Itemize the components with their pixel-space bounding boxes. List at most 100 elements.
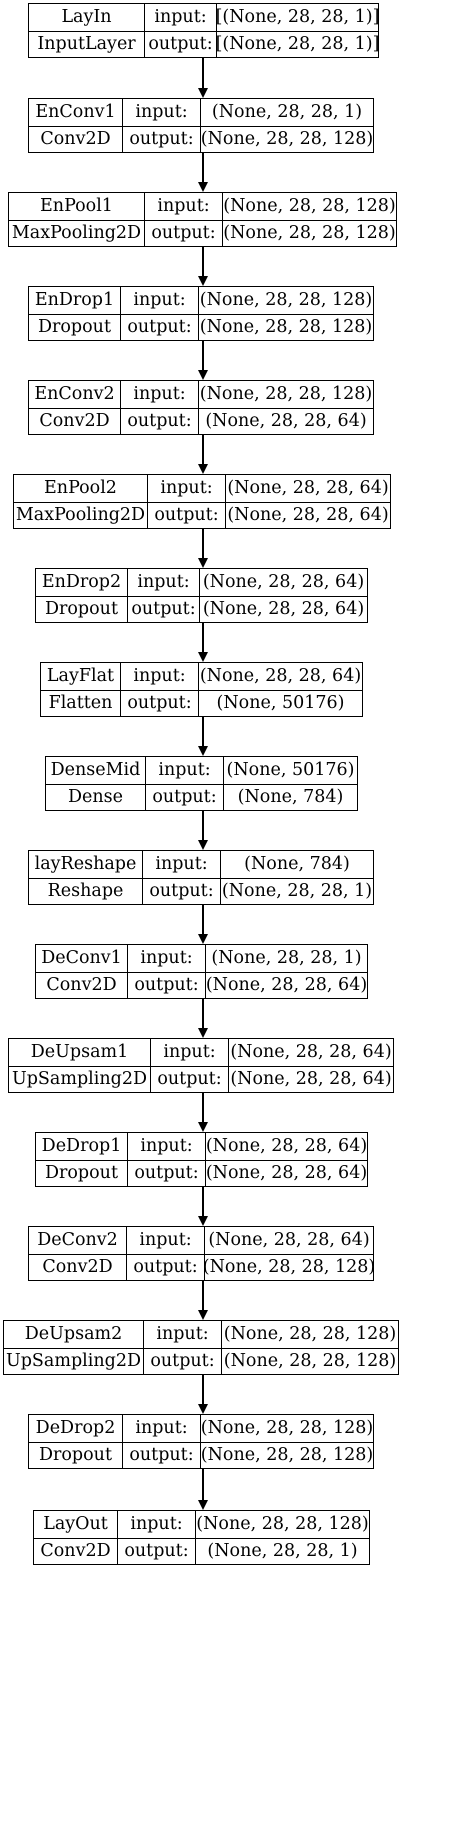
layer-type: MaxPooling2D <box>9 219 145 246</box>
layer-type: Conv2D <box>34 1537 118 1564</box>
input-shape: (None, 28, 28, 1) <box>211 102 363 123</box>
input-label: input: <box>123 1415 201 1442</box>
edge-line <box>202 247 204 276</box>
input-label: input: <box>151 1039 229 1066</box>
layer-name: DenseMid <box>46 757 146 784</box>
input-shape: (None, 28, 28, 128) <box>223 1324 397 1345</box>
input-shape: (None, 28, 28, 128) <box>199 290 373 311</box>
output-label: output: <box>144 1347 222 1374</box>
output-shape: (None, 28, 28, 128) <box>223 1350 397 1371</box>
input-shape: (None, 28, 28, 64) <box>208 1230 370 1251</box>
edge-line <box>202 153 204 182</box>
arrow-down-icon <box>198 370 208 380</box>
layer-name: EnPool1 <box>9 193 145 220</box>
output-label: output: <box>145 219 223 246</box>
layer-name: DeDrop2 <box>29 1415 123 1442</box>
input-label: input: <box>118 1511 196 1538</box>
input-label: input: <box>121 663 199 690</box>
output-shape: (None, 28, 28, 1) <box>207 1540 358 1561</box>
edge-line <box>202 341 204 370</box>
edge-line <box>202 1187 204 1216</box>
output-shape: (None, 28, 28, 128) <box>223 222 396 243</box>
edge-line <box>202 811 204 840</box>
arrow-down-icon <box>198 464 208 474</box>
input-label: input: <box>148 475 226 502</box>
edge-line <box>202 529 204 558</box>
layer-name: EnDrop1 <box>29 287 121 314</box>
input-shape: (None, 50176) <box>226 760 355 781</box>
output-label: output: <box>127 1253 205 1280</box>
input-label: input: <box>144 1321 222 1348</box>
layer-type: Flatten <box>41 689 121 716</box>
layer-name: EnDrop2 <box>36 569 128 596</box>
arrow-down-icon <box>198 840 208 850</box>
input-label: input: <box>121 287 199 314</box>
output-label: output: <box>128 971 206 998</box>
output-label: output: <box>143 877 221 904</box>
layer-type: Conv2D <box>36 971 128 998</box>
arrow-down-icon <box>198 1500 208 1510</box>
arrow-down-icon <box>198 1216 208 1226</box>
input-shape: (None, 28, 28, 64) <box>206 1136 367 1157</box>
layer-type: Dropout <box>29 1441 123 1468</box>
layer-name: DeDrop1 <box>36 1133 128 1160</box>
output-label: output: <box>146 783 224 810</box>
input-label: input: <box>128 569 200 596</box>
arrow-down-icon <box>198 276 208 286</box>
output-label: output: <box>145 30 217 57</box>
output-label: output: <box>121 313 199 340</box>
layer-name: EnPool2 <box>14 475 148 502</box>
edge-line <box>202 435 204 464</box>
input-shape: (None, 28, 28, 128) <box>199 384 373 405</box>
arrow-down-icon <box>198 652 208 662</box>
input-label: input: <box>123 99 201 126</box>
output-shape: (None, 28, 28, 64) <box>206 1162 367 1183</box>
output-label: output: <box>148 501 226 528</box>
input-label: input: <box>145 193 223 220</box>
arrow-down-icon <box>198 1122 208 1132</box>
arrow-down-icon <box>198 1404 208 1414</box>
layer-type: MaxPooling2D <box>14 501 148 528</box>
arrow-down-icon <box>198 746 208 756</box>
input-label: input: <box>145 4 217 31</box>
output-label: output: <box>118 1537 196 1564</box>
output-label: output: <box>121 689 199 716</box>
input-shape: (None, 28, 28, 64) <box>199 666 362 687</box>
input-label: input: <box>128 1133 206 1160</box>
edge-line <box>202 58 204 88</box>
output-label: output: <box>123 125 201 152</box>
output-shape: (None, 28, 28, 64) <box>202 598 365 619</box>
